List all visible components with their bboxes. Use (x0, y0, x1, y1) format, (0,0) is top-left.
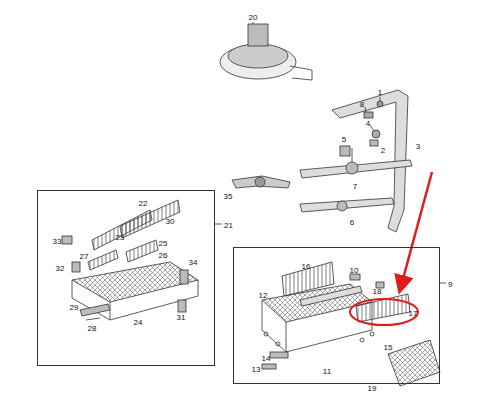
callout-number: 24 (134, 318, 143, 327)
group-frame: 21 (37, 190, 215, 366)
callout-number: 33 (53, 237, 62, 246)
callout-number: 11 (323, 367, 331, 376)
red-arrow (400, 172, 432, 290)
group-number: 9 (448, 280, 452, 289)
callout-number: 3 (416, 142, 420, 151)
callout-number: 16 (302, 262, 311, 271)
callout-number: 31 (177, 313, 186, 322)
group-number: 21 (224, 221, 233, 230)
callout-number: 8 (360, 100, 364, 109)
callout-number: 35 (224, 192, 233, 201)
red-circle (350, 299, 418, 325)
callout-number: 12 (259, 291, 268, 300)
callout-number: 15 (384, 343, 393, 352)
callout-number: 34 (189, 258, 198, 267)
callout-number: 5 (342, 135, 346, 144)
callout-number: 17 (409, 309, 418, 318)
dishwasher-parts (62, 22, 446, 386)
callout-number: 30 (166, 217, 175, 226)
callout-number: 29 (70, 303, 79, 312)
callout-number: 23 (116, 233, 125, 242)
callout-number: 19 (368, 384, 377, 393)
callout-number: 22 (139, 199, 148, 208)
callout-number: 18 (373, 287, 382, 296)
callout-number: 25 (159, 239, 168, 248)
callout-number: 6 (350, 218, 354, 227)
callout-number: 1 (378, 88, 382, 97)
callout-number: 10 (350, 266, 359, 275)
callout-number: 14 (262, 354, 271, 363)
callout-number: 26 (159, 251, 168, 260)
callout-number: 7 (353, 182, 357, 191)
callout-number: 2 (381, 146, 385, 155)
callout-number: 4 (366, 119, 370, 128)
callout-number: 28 (88, 324, 97, 333)
callout-number: 20 (249, 13, 258, 22)
callout-number: 13 (252, 365, 261, 374)
callout-number: 32 (56, 264, 65, 273)
callout-number: 27 (80, 252, 89, 261)
